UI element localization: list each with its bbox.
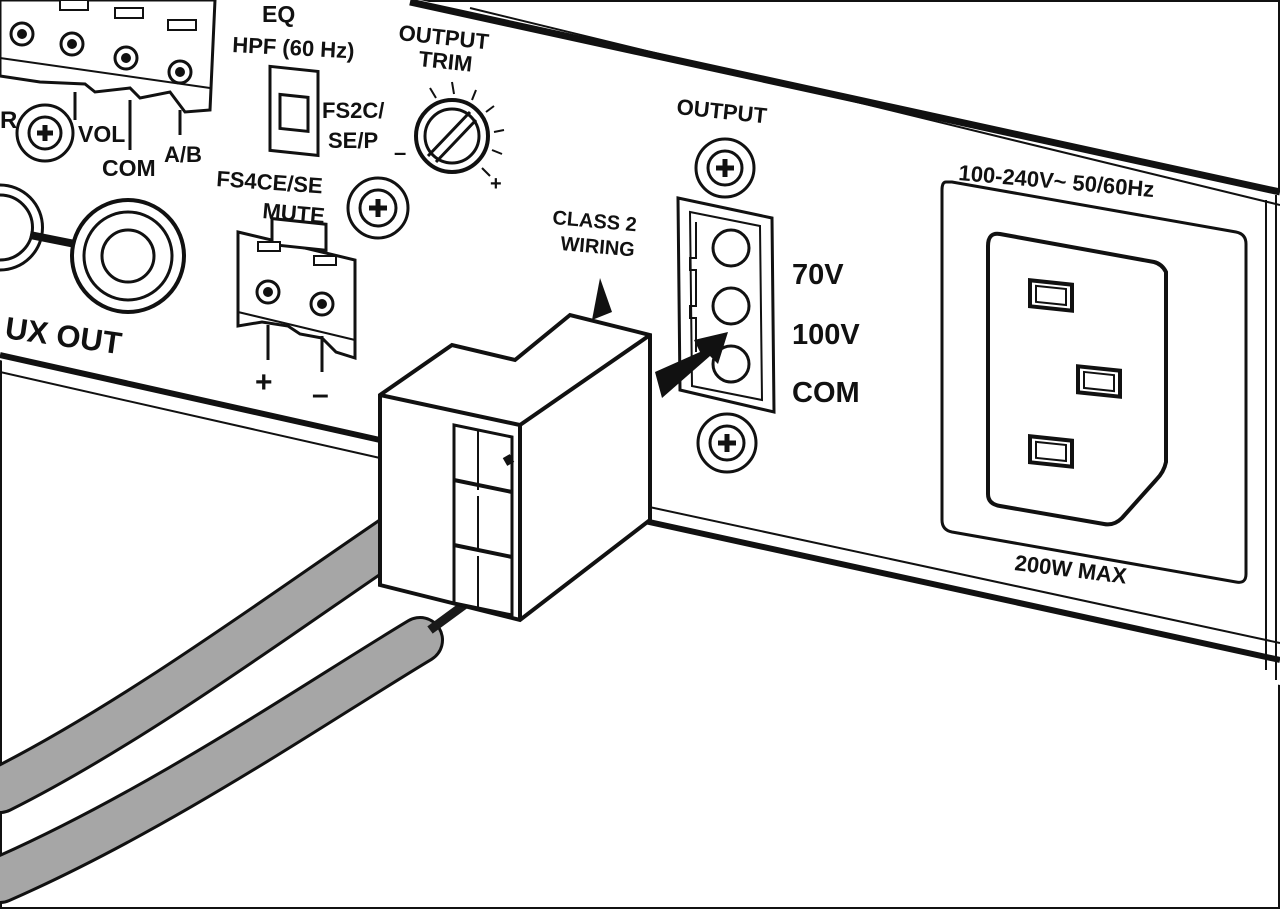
euroblock-plug bbox=[378, 312, 652, 623]
label-se-p: SE/P bbox=[328, 128, 378, 153]
label-vol: VOL bbox=[78, 121, 125, 147]
screw-left-terminal bbox=[15, 103, 75, 163]
screw-output-bottom bbox=[696, 412, 758, 474]
label-com-left: COM bbox=[102, 155, 156, 181]
output-trim-knob bbox=[414, 81, 505, 177]
label-trim-minus: – bbox=[394, 140, 406, 165]
eq-selector-switch bbox=[268, 64, 320, 158]
label-com-output: COM bbox=[792, 377, 860, 409]
mute-terminal-block bbox=[236, 216, 357, 372]
label-mute-plus: + bbox=[255, 366, 273, 399]
panel-bottom-edge-right bbox=[639, 517, 1280, 663]
label-eq: EQ bbox=[262, 1, 295, 27]
label-output-trim-2: TRIM bbox=[417, 46, 473, 76]
screw-trim bbox=[346, 176, 410, 240]
label-a-b: A/B bbox=[164, 142, 202, 167]
class2-pointer bbox=[592, 278, 612, 320]
label-trim-plus: + bbox=[490, 173, 502, 195]
aux-out-jacks bbox=[0, 183, 186, 314]
output-socket bbox=[676, 196, 776, 414]
label-mute-minus: – bbox=[312, 378, 329, 411]
label-partial-r: R bbox=[0, 107, 17, 134]
panel-top-edge bbox=[409, 0, 1280, 196]
insertion-arrow bbox=[655, 332, 728, 398]
label-70v: 70V bbox=[792, 259, 844, 291]
panel-bottom-edge-left bbox=[0, 352, 381, 443]
label-fs2c: FS2C/ bbox=[322, 98, 384, 123]
control-terminal-block bbox=[0, 0, 217, 150]
ac-power-inlet bbox=[940, 180, 1248, 584]
label-100v: 100V bbox=[792, 319, 860, 351]
speaker-cables bbox=[0, 458, 508, 904]
screw-output-top bbox=[694, 137, 756, 199]
